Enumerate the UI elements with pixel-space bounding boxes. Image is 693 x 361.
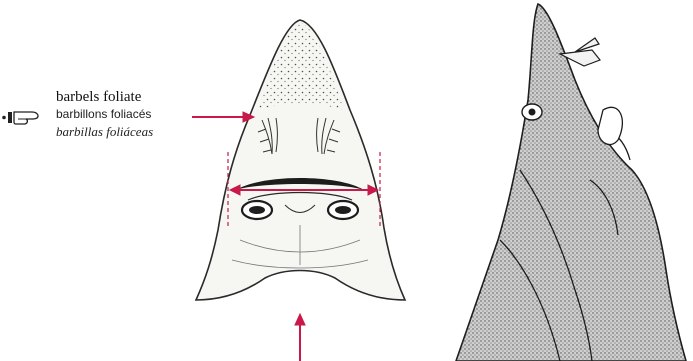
barbels-pointer-arrow bbox=[192, 112, 254, 122]
label-english: barbels foliate bbox=[56, 89, 153, 106]
label-spanish: barbillas foliáceas bbox=[56, 123, 153, 140]
lower-lip-arrow bbox=[295, 314, 305, 361]
ventral-head-view bbox=[196, 20, 405, 300]
label-french: barbillons foliacés bbox=[56, 106, 153, 123]
pointing-hand-icon bbox=[2, 106, 42, 128]
barbels-label-block: barbels foliate barbillons foliacés barb… bbox=[56, 89, 153, 140]
lateral-head-view bbox=[456, 4, 686, 361]
